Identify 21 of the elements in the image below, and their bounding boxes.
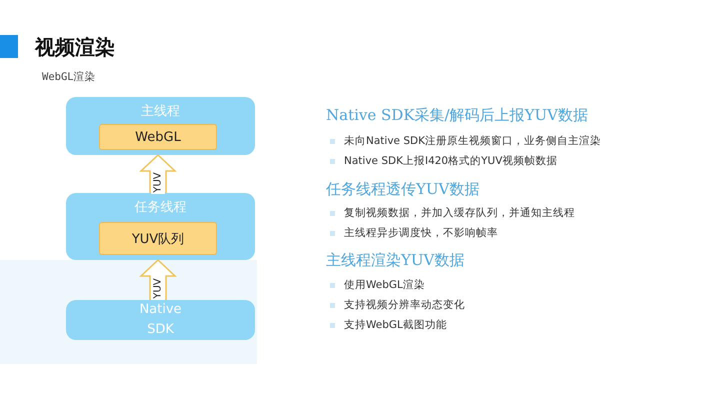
bullet-text: 主线程异步调度快，不影响帧率	[344, 226, 498, 240]
bullet-text: 未向Native SDK注册原生视频窗口，业务侧自主渲染	[344, 134, 601, 148]
process-box: WebGL	[99, 124, 217, 150]
bullet-text: 支持WebGL截图功能	[344, 318, 447, 332]
box-heading: 主线程	[140, 103, 181, 120]
section-heading: Native SDK采集/解码后上报YUV数据	[326, 106, 588, 125]
section-heading: 主线程渲染YUV数据	[326, 251, 464, 270]
bullet-text: 使用WebGL渲染	[344, 278, 425, 292]
title: 视频渲染	[35, 34, 115, 61]
subtitle: WebGL渲染	[42, 70, 96, 84]
thread-box	[66, 97, 255, 155]
bullet-text: 复制视频数据，并加入缓存队列，并通知主线程	[344, 206, 575, 220]
bullet-text: 支持视频分辨率动态变化	[344, 298, 465, 312]
process-box: YUV队列	[99, 222, 217, 255]
thread-box: Native SDK	[66, 300, 255, 340]
thread-box	[66, 193, 255, 260]
edge-label: YUV	[151, 170, 165, 194]
section-heading: 任务线程透传YUV数据	[326, 180, 480, 199]
edge-label: YUV	[151, 276, 165, 300]
box-heading: 任务线程	[134, 199, 188, 216]
bullet-text: Native SDK上报I420格式的YUV视频帧数据	[344, 154, 558, 168]
